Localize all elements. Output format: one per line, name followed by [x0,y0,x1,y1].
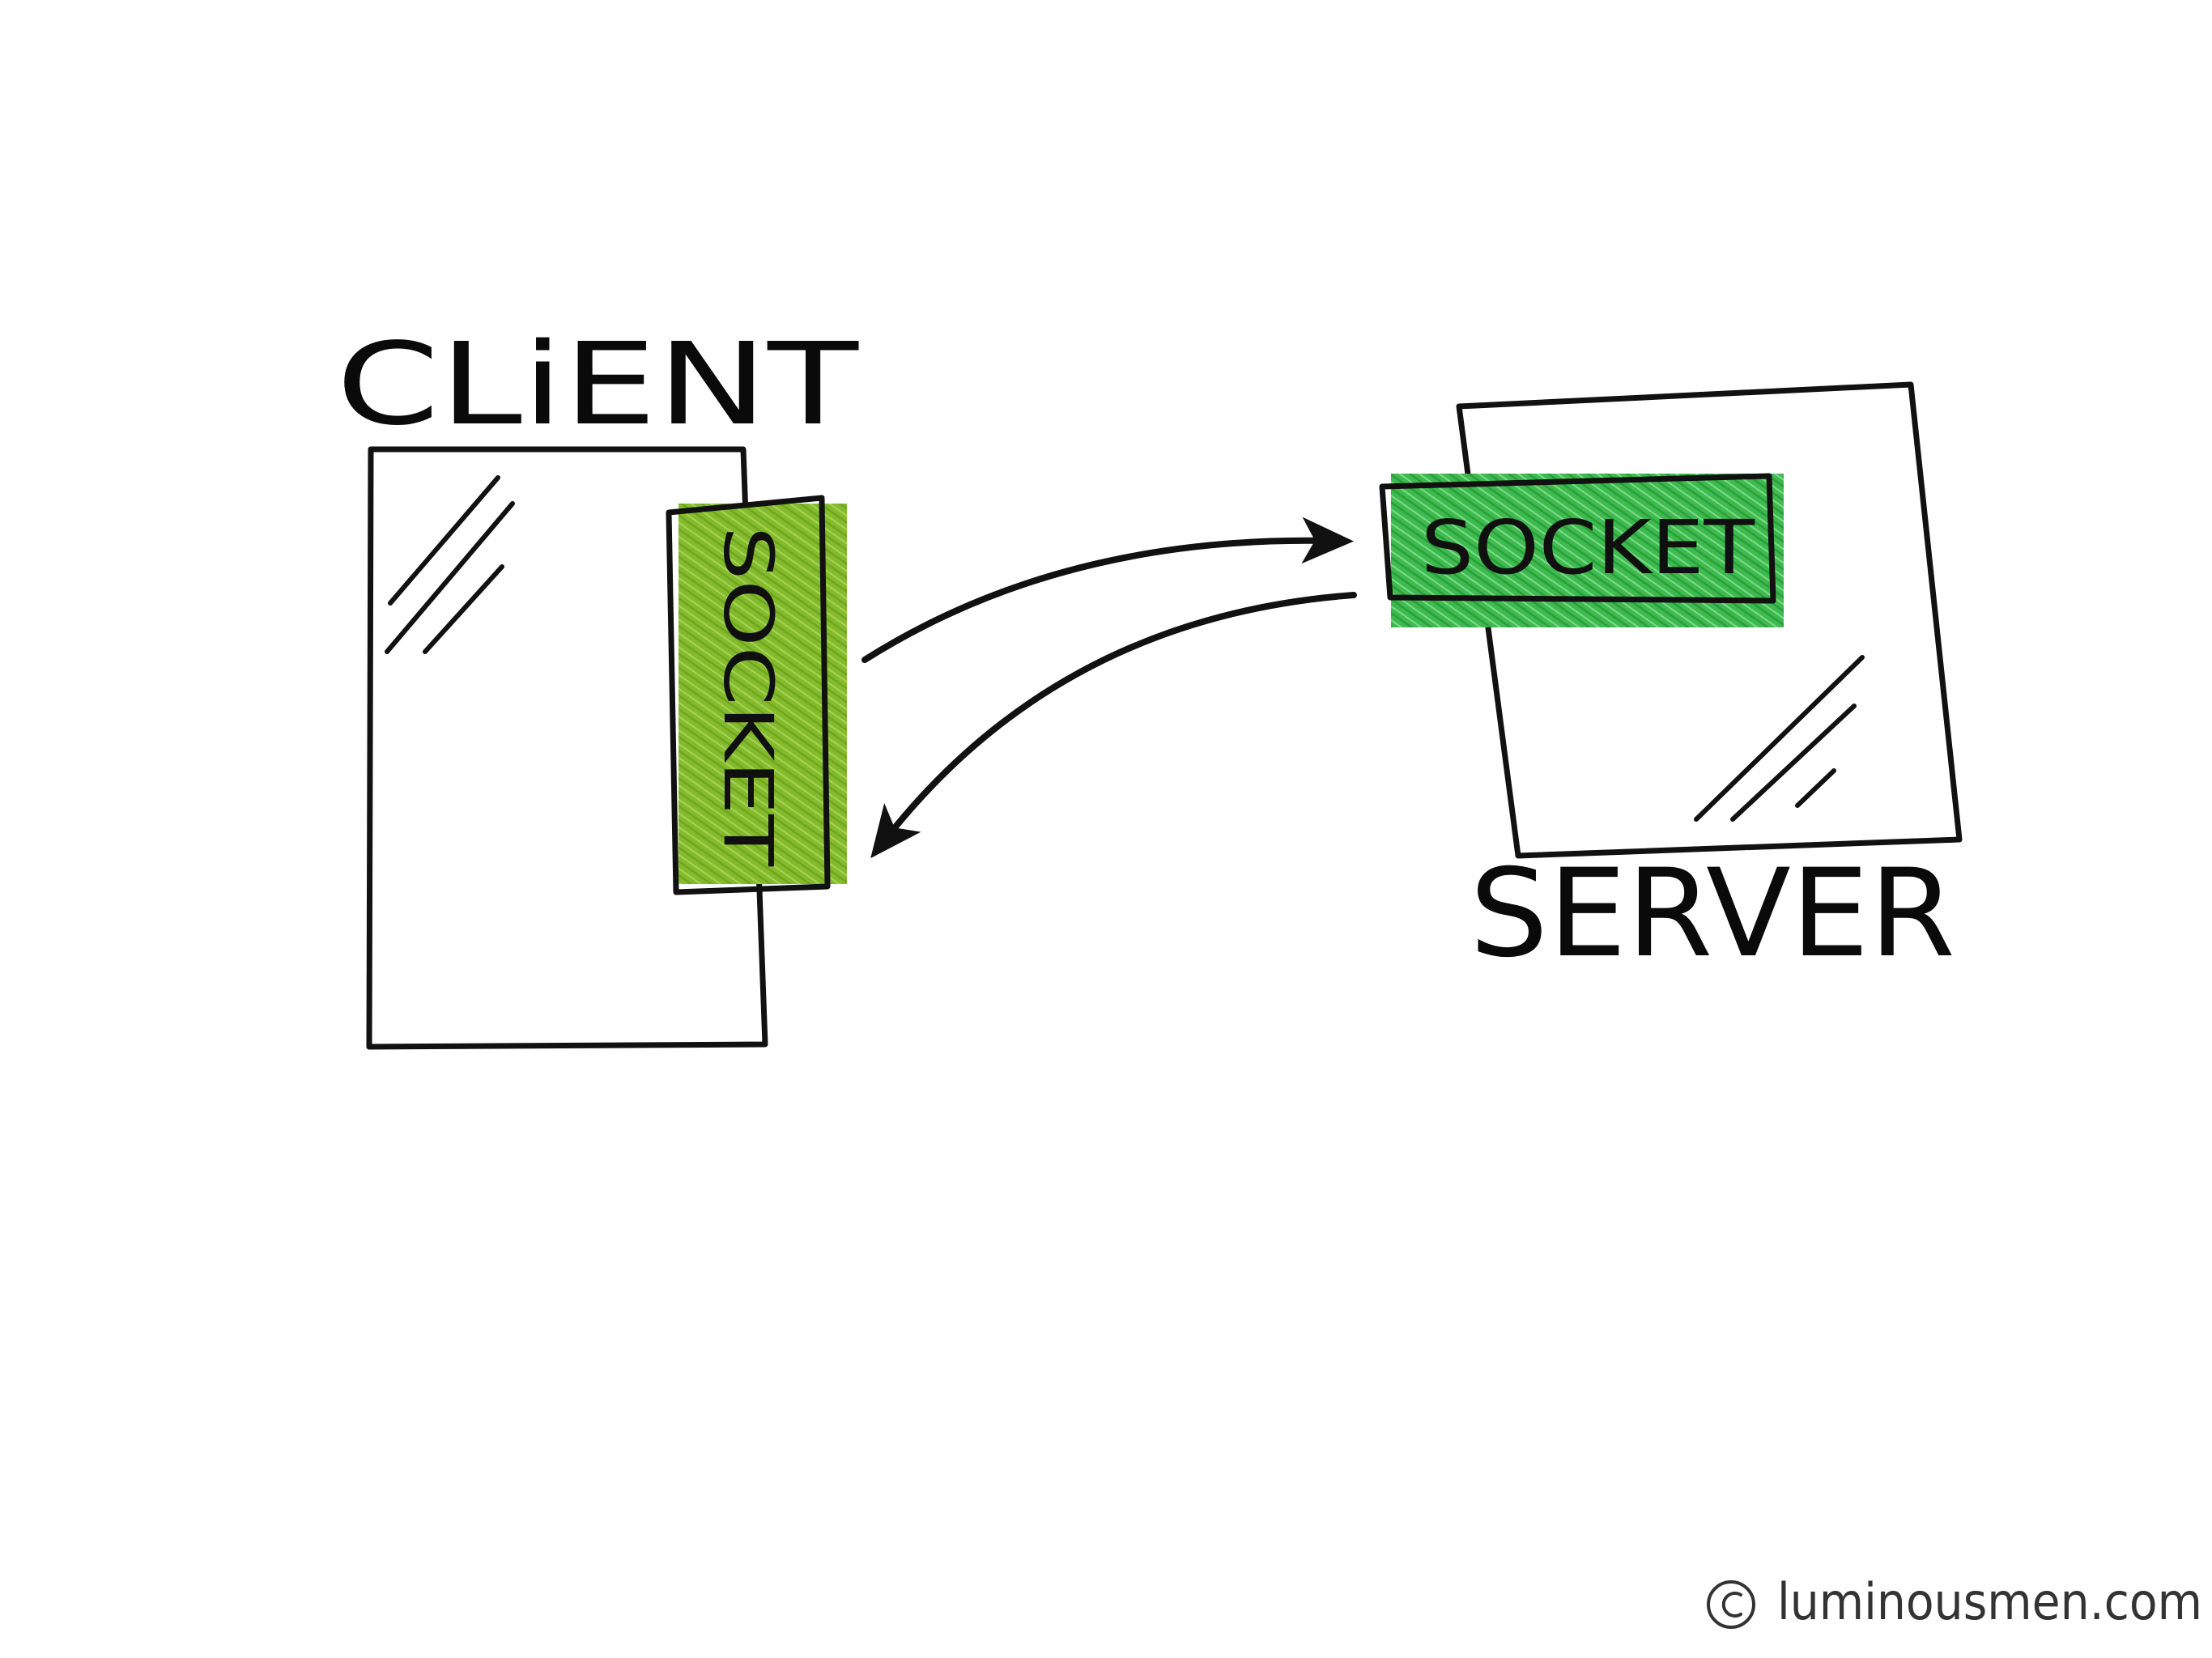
client-socket-outline [666,495,831,895]
server: SOCKET SERVER [1379,381,1963,984]
server-gloss-icon [1694,655,1865,822]
client: CLiENT SOCKET [336,319,859,1050]
server-socket-outline [1379,473,1776,604]
connection-arrows [861,517,1357,859]
client-socket-fill [678,504,847,884]
credit-text: luminousmen.com [1777,1572,2202,1631]
client-socket: SOCKET [666,495,847,895]
copyright-icon-c [1721,1592,1742,1618]
server-socket-label: SOCKET [1421,504,1755,591]
server-box [1456,381,1963,859]
arrow-to-server [861,517,1354,663]
client-socket-label: SOCKET [708,526,788,867]
arrow-to-client [870,592,1357,859]
client-label: CLiENT [336,319,859,451]
client-gloss-icon [385,475,515,654]
server-socket: SOCKET [1379,473,1784,627]
credit: luminousmen.com [1707,1572,2202,1631]
server-label: SERVER [1470,844,1955,984]
copyright-icon [1707,1580,1755,1629]
client-box [366,446,768,1050]
